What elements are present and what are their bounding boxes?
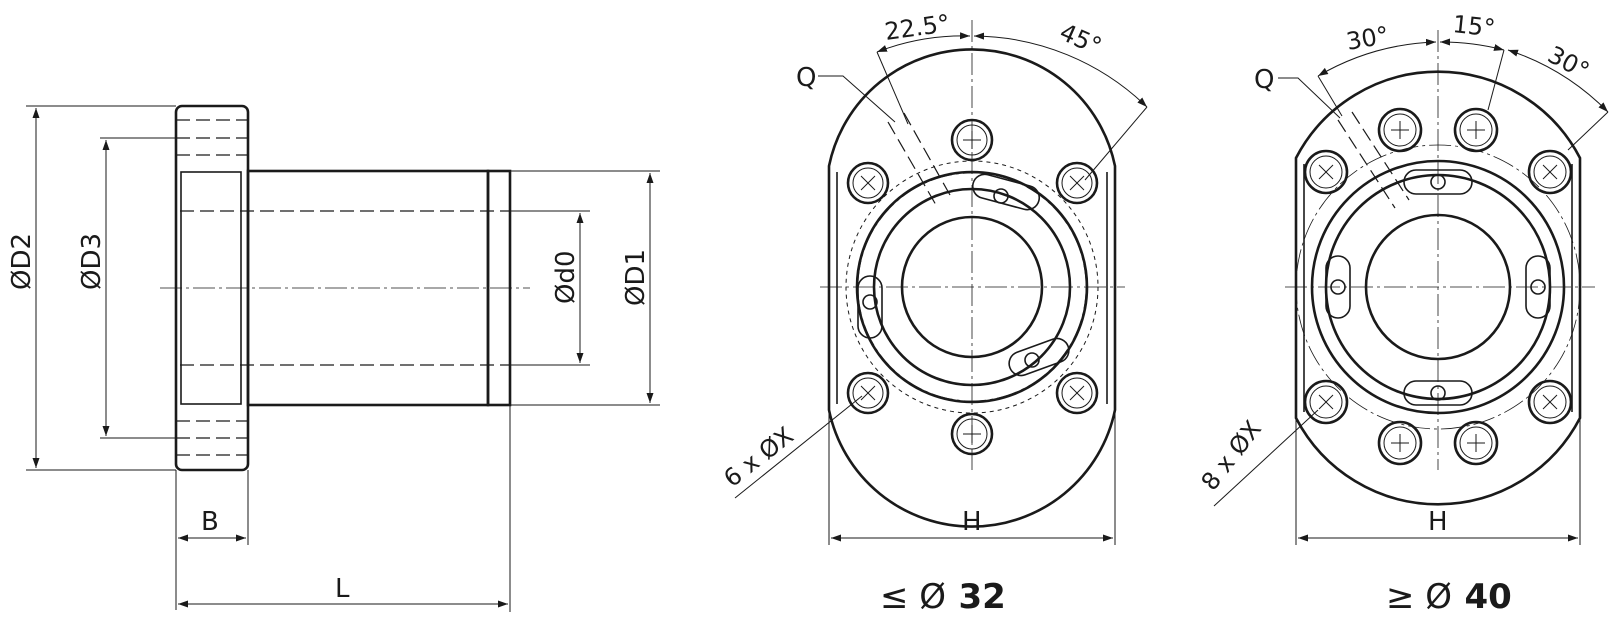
dim-d2-label: ØD2 (7, 233, 37, 290)
angle-45-label: 45° (1056, 18, 1106, 61)
holes-callout-label: 8 x ØX (1196, 415, 1267, 495)
angle-30-right-label: 30° (1543, 41, 1594, 86)
dim-h-label: H (962, 507, 982, 537)
q-label: Q (796, 63, 816, 93)
mounting-holes (1303, 107, 1573, 466)
return-slots (1325, 169, 1551, 406)
mounting-holes (846, 118, 1099, 456)
q-label: Q (1254, 65, 1274, 95)
dim-l-label: L (335, 574, 350, 604)
caption-small: ≤ Ø 32 (880, 577, 1006, 617)
front-view-large: 30° 15° 30° Q 8 x ØX H ≥ Ø 40 (1196, 10, 1609, 617)
dim-d3-label: ØD3 (77, 233, 107, 290)
dim-d1-label: ØD1 (621, 249, 651, 306)
angle-15-label: 15° (1451, 10, 1496, 42)
dim-b-label: B (201, 507, 219, 537)
caption-large: ≥ Ø 40 (1386, 577, 1512, 617)
side-view: ØD2 ØD3 Ød0 ØD1 B L (7, 104, 660, 612)
front-view-small: 22.5° 45° Q 6 x ØX H ≤ Ø 32 (718, 9, 1148, 617)
return-slots (857, 173, 1070, 377)
dim-d0-label: Ød0 (551, 250, 581, 304)
angle-22-5-label: 22.5° (883, 9, 952, 46)
dim-h-label: H (1428, 507, 1448, 537)
angle-30-left-label: 30° (1344, 21, 1391, 56)
